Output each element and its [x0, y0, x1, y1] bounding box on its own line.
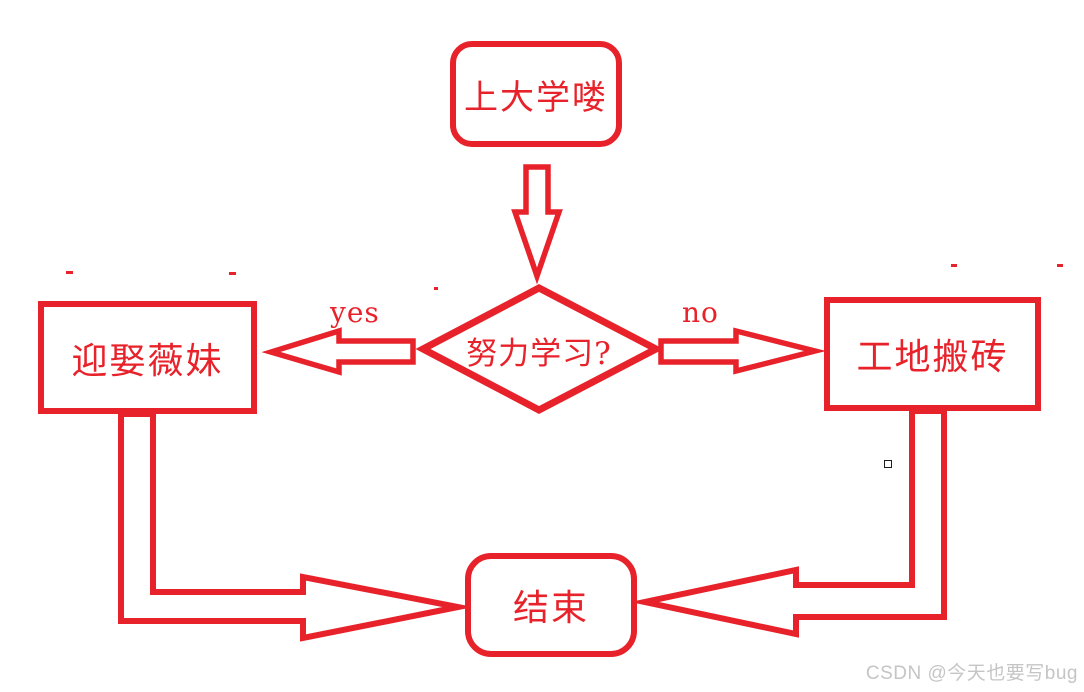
edge-label-yes: yes [330, 296, 380, 329]
stray-mark [1057, 264, 1063, 267]
connector-right-elbow-arrow [630, 408, 947, 638]
connector-left-elbow-arrow [118, 411, 474, 642]
decision-diamond-shape [415, 284, 664, 414]
arrow-down-icon [511, 164, 563, 285]
stray-square-artifact [884, 460, 892, 468]
edge-label-no: no [682, 296, 719, 329]
node-end-label: 结束 [512, 588, 589, 629]
stray-mark [229, 272, 236, 275]
node-yes-outcome: 迎娶薇妹 [38, 301, 257, 414]
arrow-left-yes-icon [261, 327, 416, 376]
node-no-outcome-label: 工地搬砖 [856, 337, 1009, 378]
node-start-label: 上大学喽 [464, 77, 608, 118]
node-end: 结束 [465, 553, 637, 657]
arrow-right-no-icon [658, 327, 827, 375]
node-no-outcome: 工地搬砖 [824, 297, 1041, 411]
stray-mark [434, 287, 438, 290]
stray-mark [66, 271, 73, 274]
node-start: 上大学喽 [450, 41, 622, 147]
node-yes-outcome-label: 迎娶薇妹 [71, 340, 224, 382]
stray-mark [951, 264, 957, 267]
watermark: CSDN @今天也要写bug [865, 663, 1078, 684]
node-decision-label: 努力学习? [466, 335, 612, 372]
